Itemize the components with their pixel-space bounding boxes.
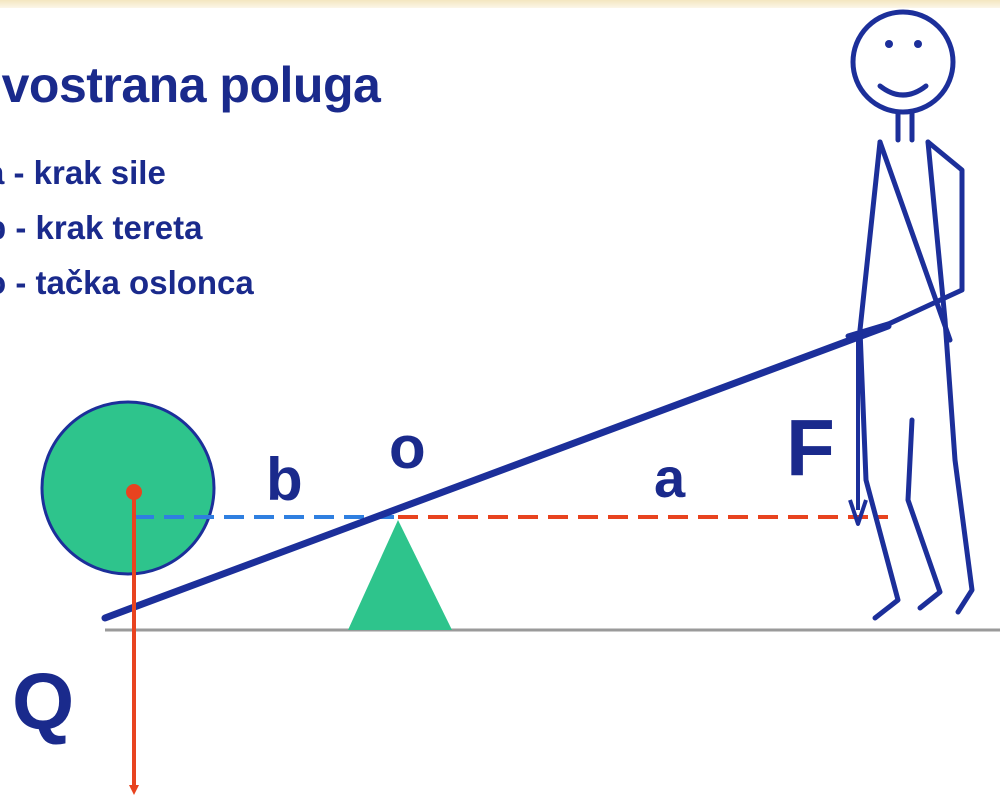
figure-front-arm [877, 139, 953, 343]
diagram-title: Dvostrana poluga [0, 57, 381, 113]
label-force-f: F [786, 403, 835, 492]
label-weight-q: Q [12, 657, 75, 746]
legend-item-b: b - krak tereta [0, 209, 203, 246]
load-center-dot [126, 484, 142, 500]
figure-torso-right [925, 139, 948, 323]
figure-smile [877, 83, 929, 98]
figure-hand-strap [845, 321, 891, 339]
label-o: o [389, 414, 426, 481]
fulcrum-triangle [348, 520, 452, 630]
figure-left-leg [857, 327, 901, 621]
legend: a - krak sile b - krak tereta o - tačka … [0, 150, 254, 315]
figure-torso-left [857, 139, 883, 333]
label-b: b [266, 446, 303, 513]
top-border-strip [0, 0, 1000, 8]
stick-figure [845, 9, 975, 621]
legend-item-o: o - tačka oslonca [0, 264, 254, 301]
legend-item-a: a - krak sile [0, 154, 166, 191]
label-a: a [654, 446, 686, 509]
figure-head [850, 9, 956, 115]
force-f-arrowhead [848, 499, 868, 526]
lever-beam [101, 322, 892, 622]
figure-left-eye [885, 40, 893, 48]
figure-right-leg-inner [905, 417, 943, 611]
figure-right-eye [914, 40, 922, 48]
figure-back-arm [855, 139, 965, 341]
figure-right-leg-outer [942, 317, 975, 615]
